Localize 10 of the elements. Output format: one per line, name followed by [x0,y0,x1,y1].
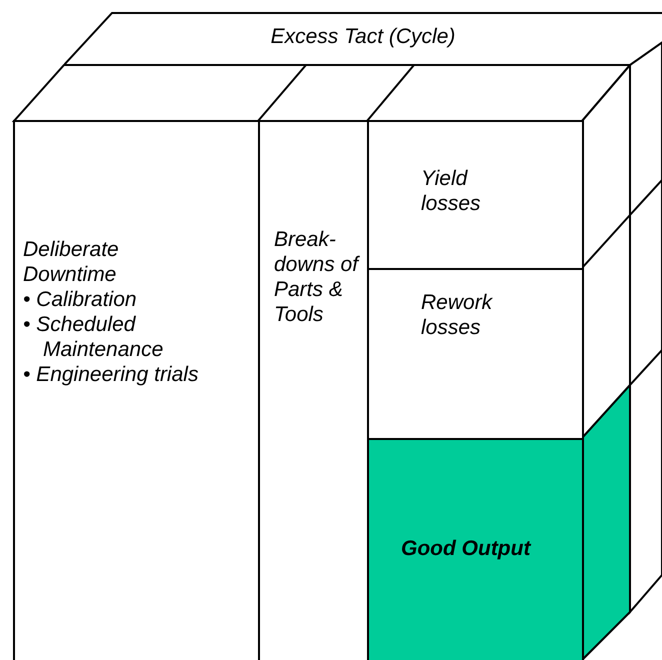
panel-label: Break-downs of Parts & Tools [274,227,361,327]
bullet-item: • Scheduled Maintenance [23,312,164,362]
panel-label: Good Output [401,536,532,561]
panel-label: Rework losses [421,290,494,340]
panel-label: Deliberate Downtime [23,237,120,287]
panel-label: Yield losses [421,166,482,216]
top-face [64,12,662,66]
face-label: Excess Tact (Cycle) [270,24,456,49]
bullet-item: • Engineering trials [23,362,200,387]
bullet-item: • Calibration [23,287,138,312]
